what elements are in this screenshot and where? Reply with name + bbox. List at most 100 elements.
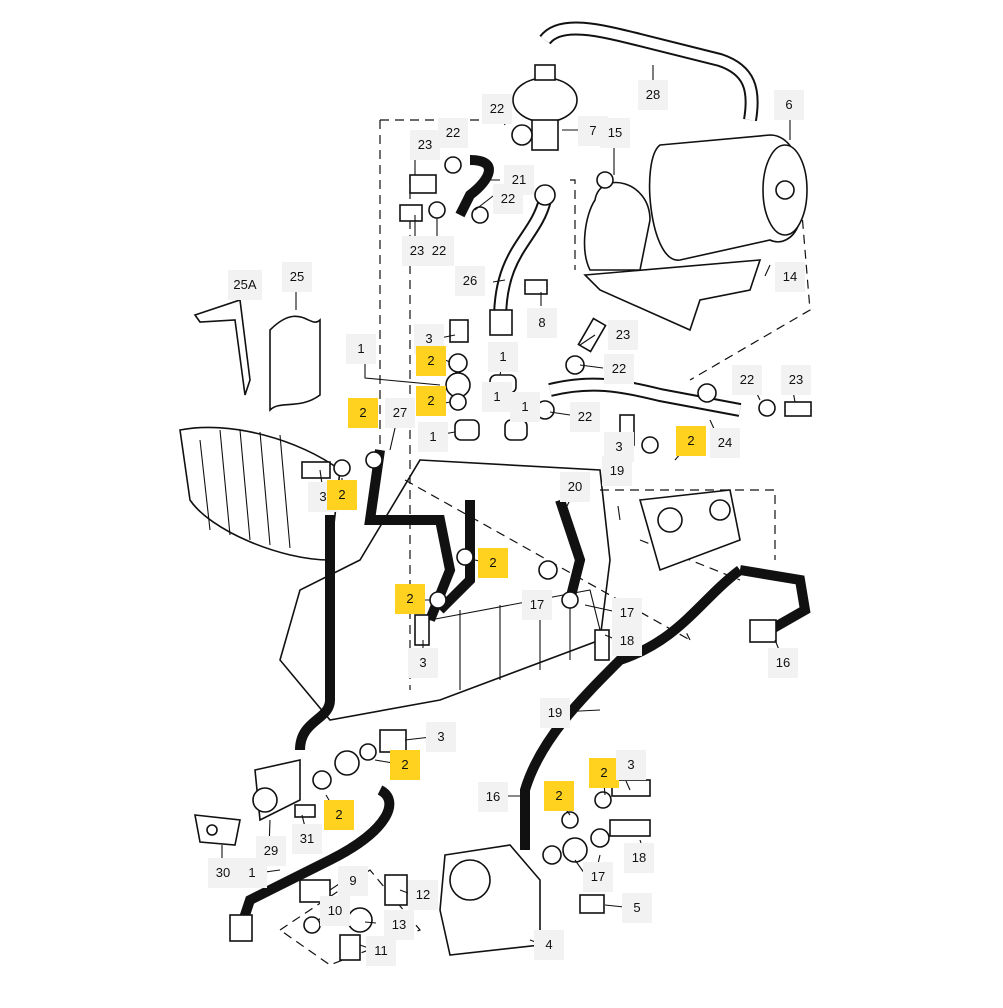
callout-2-block-left: 2 — [395, 584, 425, 614]
spring-12 — [384, 874, 408, 906]
callout-24: 24 — [710, 428, 740, 458]
regulator-port — [449, 859, 491, 901]
callout-2-upper: 2 — [416, 386, 446, 416]
callout-8: 8 — [527, 308, 557, 338]
line-banjo-lower — [334, 750, 360, 776]
callout-1-center-b: 1 — [510, 392, 540, 422]
fitting-ring — [562, 837, 588, 863]
callout-15: 15 — [600, 118, 630, 148]
washer-10 — [303, 916, 321, 934]
callout-3-lower-right: 3 — [616, 750, 646, 780]
callout-17-block-right: 17 — [612, 598, 642, 628]
regulator-fitting — [511, 124, 533, 146]
bolt-18-block — [594, 629, 610, 661]
callout-18-block: 18 — [612, 626, 642, 656]
callout-22-upper-left: 22 — [438, 118, 468, 148]
callout-18-lower: 18 — [624, 843, 654, 873]
bolt-23-right — [784, 401, 812, 417]
callout-22-mid: 22 — [493, 184, 523, 214]
washer-2-lower-right — [594, 791, 612, 809]
washer-2-lower-left-a — [359, 743, 377, 761]
callout-17-lower: 17 — [583, 862, 613, 892]
washer-lower-left — [542, 845, 562, 865]
callout-2-left: 2 — [327, 480, 357, 510]
fuel-hose-26-fill — [495, 198, 550, 321]
callout-22-right-lower: 22 — [570, 402, 600, 432]
bolt-3-lower-right — [611, 779, 651, 797]
callout-2-top: 2 — [416, 346, 446, 376]
callout-1-lower: 1 — [237, 858, 267, 888]
distributor-port-a — [657, 507, 683, 533]
washer-2-top — [448, 353, 468, 373]
fuel-line-19 — [520, 566, 744, 850]
callout-2-lower-left-b: 2 — [324, 800, 354, 830]
bolt-3-left — [301, 461, 331, 479]
callout-12: 12 — [408, 880, 438, 910]
callout-17-block: 17 — [522, 590, 552, 620]
injector-line-center — [436, 500, 475, 614]
manifold-ribs — [429, 589, 601, 690]
callout-6: 6 — [774, 90, 804, 120]
valve-outlet — [252, 787, 278, 813]
callout-25a: 25A — [228, 270, 262, 300]
callout-22-right: 22 — [604, 354, 634, 384]
callout-1-top-center: 1 — [488, 342, 518, 372]
callout-2-lower-left-a: 2 — [390, 750, 420, 780]
bolt-3-lower-left — [379, 729, 407, 753]
seal-ring-22-right — [697, 383, 717, 403]
callout-3-lower-left: 3 — [426, 722, 456, 752]
filter-union-nut — [775, 180, 795, 200]
seal-ring-22-right-upper — [471, 206, 489, 224]
callout-2-left-upper: 2 — [348, 398, 378, 428]
bolt-3-top — [449, 319, 469, 343]
injector-pipe-end-2 — [504, 419, 528, 441]
piston-13 — [347, 907, 373, 933]
washer-17-lower — [590, 828, 610, 848]
banjo-bolt-23-top — [409, 174, 437, 194]
filter-clamp-band — [583, 181, 651, 271]
filter-screen-5 — [579, 894, 605, 914]
line-21 — [455, 155, 494, 218]
callout-16-lower: 16 — [478, 782, 508, 812]
callout-1-center-a: 1 — [482, 382, 512, 412]
screw-31 — [294, 804, 316, 818]
washer-17 — [561, 591, 579, 609]
warm-up-regulator — [439, 844, 541, 956]
regulator-top-nipple — [534, 64, 556, 81]
callout-30: 30 — [208, 858, 238, 888]
callout-2-center: 2 — [478, 548, 508, 578]
washer-2-lower-mid — [561, 811, 579, 829]
fuel-line-1-lower — [235, 785, 395, 932]
banjo-bolt-23-bottom — [399, 204, 423, 222]
hose-26-top-nut — [534, 184, 556, 206]
washer-2-left — [429, 591, 447, 609]
seal-ring-22-top — [444, 156, 462, 174]
injector-line-left — [295, 515, 335, 751]
line-16-nut — [749, 619, 777, 643]
callout-23-upper: 23 — [410, 130, 440, 160]
callout-13: 13 — [384, 910, 414, 940]
washer-2-right-upper — [641, 436, 659, 454]
callout-20: 20 — [560, 472, 590, 502]
callout-27: 27 — [385, 398, 415, 428]
callout-2-lower-mid: 2 — [544, 781, 574, 811]
pressure-regulator-body — [512, 77, 578, 123]
callout-3-block: 3 — [408, 648, 438, 678]
fuel-line-16 — [739, 565, 811, 635]
injector-pipe-end-3 — [454, 419, 480, 441]
dashed-filter-line — [689, 189, 811, 381]
filter-mounting-bracket — [583, 259, 762, 332]
callout-11: 11 — [366, 936, 396, 966]
bolt-8 — [524, 279, 548, 295]
callout-19-lower: 19 — [540, 698, 570, 728]
callout-10: 10 — [320, 896, 350, 926]
gasket-hole — [206, 824, 218, 836]
seal-ring-22-far-right — [758, 399, 776, 417]
callout-28: 28 — [638, 80, 668, 110]
seal-ring-22-bottom — [428, 201, 446, 219]
callout-31: 31 — [292, 824, 322, 854]
callout-23-right: 23 — [608, 320, 638, 350]
callout-2-right-upper: 2 — [676, 426, 706, 456]
